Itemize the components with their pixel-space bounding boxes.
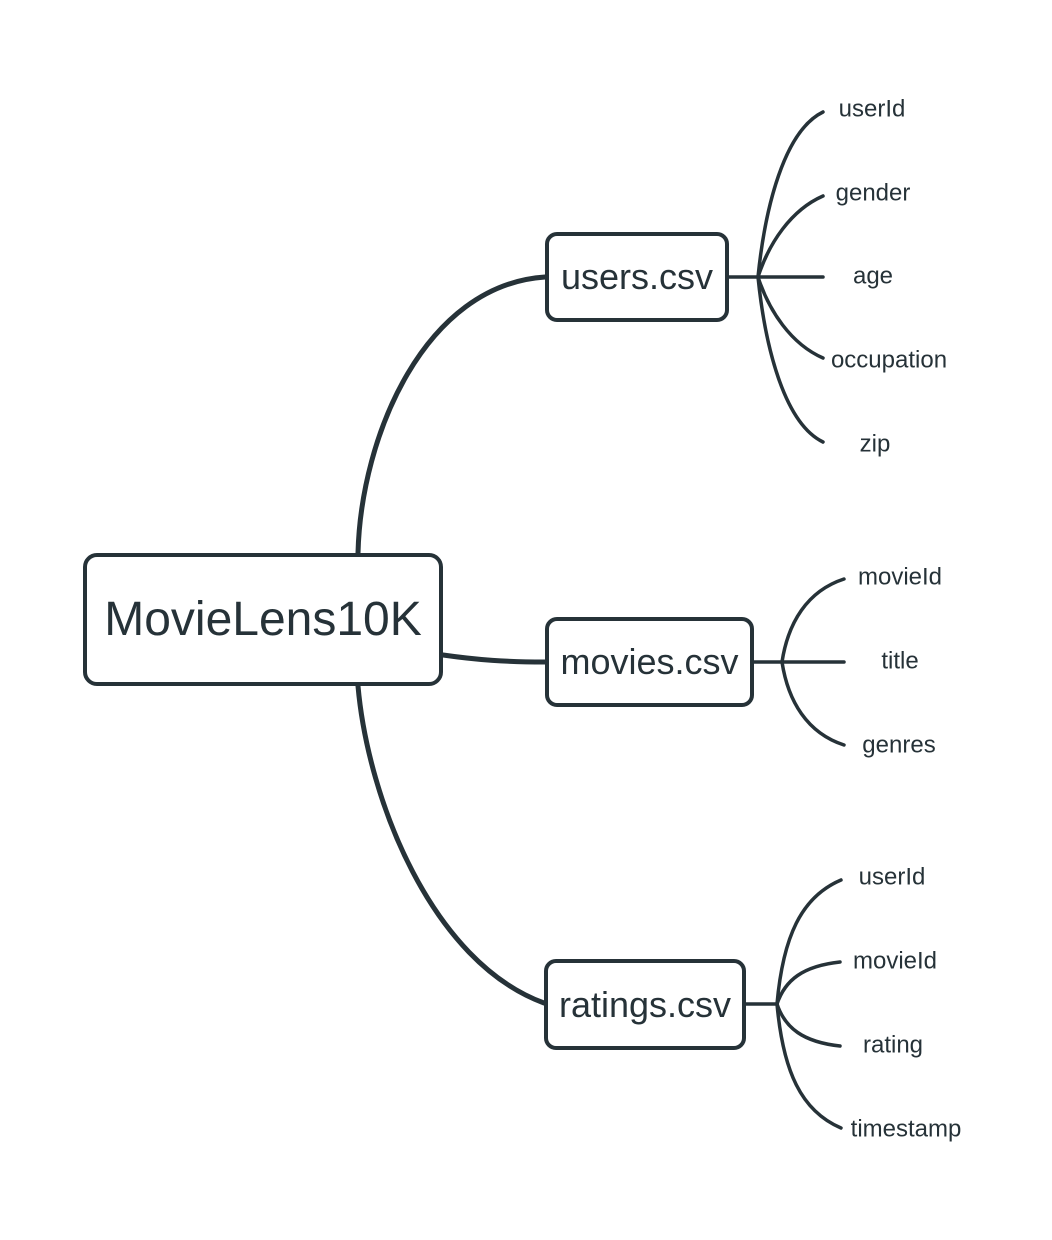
- leaf-ratings-timestamp: timestamp: [850, 1115, 962, 1143]
- node-label: users.csv: [560, 256, 714, 297]
- node-ratings-csv: ratings.csv: [544, 959, 746, 1050]
- leaf-movies-genres: genres: [862, 731, 936, 759]
- edge-users-userid: [756, 110, 825, 279]
- leaf-users-userid: userId: [838, 95, 906, 123]
- leaf-movies-title: title: [881, 647, 919, 675]
- edge-ratings-movieid: [775, 960, 842, 1006]
- node-label: ratings.csv: [558, 983, 732, 1025]
- leaf-users-zip: zip: [859, 430, 891, 458]
- edge-movies-movieid: [780, 577, 846, 664]
- edge-ratings-timestamp: [775, 1002, 843, 1130]
- edge-movies-genres: [780, 660, 846, 747]
- edge-users-zip: [756, 275, 825, 444]
- leaf-users-age: age: [852, 262, 894, 290]
- node-movies-csv: movies.csv: [545, 617, 754, 707]
- edge-users-occupation: [756, 275, 825, 360]
- leaf-users-gender: gender: [835, 179, 911, 207]
- edge-users-gender: [756, 194, 825, 279]
- node-users-csv: users.csv: [545, 232, 729, 322]
- edge-ratings-userid: [775, 878, 843, 1006]
- leaf-movies-movieid: movieId: [857, 563, 943, 591]
- leaf-ratings-rating: rating: [862, 1031, 924, 1059]
- edge-ratings-rating: [775, 1002, 842, 1048]
- leaf-users-occupation: occupation: [830, 346, 948, 374]
- edge-root-ratings-csv: [355, 683, 547, 1006]
- node-label: movies.csv: [560, 641, 739, 682]
- leaf-ratings-movieid: movieId: [852, 947, 938, 975]
- node-root-label: MovieLens10K: [104, 593, 422, 646]
- leaf-ratings-userid: userId: [858, 863, 926, 891]
- node-root: MovieLens10K: [83, 553, 443, 686]
- edge-root-users-csv: [355, 274, 548, 556]
- edge-root-movies-csv: [440, 652, 548, 665]
